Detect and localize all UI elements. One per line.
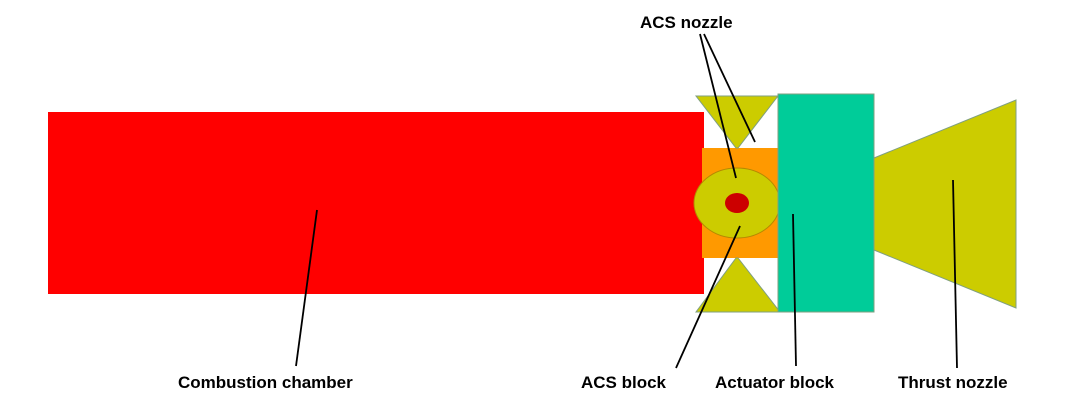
acs-nozzle-label: ACS nozzle: [640, 13, 733, 32]
acs-nozzle-lower-shape: [695, 257, 782, 313]
acs-nozzle-upper-shape: [694, 95, 780, 149]
combustion-chamber-label: Combustion chamber: [178, 373, 353, 392]
thrust-nozzle-shape: [873, 99, 1017, 309]
actuator-block-shape: [777, 93, 875, 313]
thrust-nozzle-label: Thrust nozzle: [898, 373, 1008, 392]
combustion-chamber-leader: [295, 209, 318, 367]
actuator-block-label: Actuator block: [715, 373, 835, 392]
acs-block-label: ACS block: [581, 373, 667, 392]
actuator-block-leader: [792, 213, 797, 367]
acs-nozzle-port-shape: [725, 193, 749, 213]
acs-nozzle-leader-1: [699, 33, 737, 179]
thrust-nozzle-leader: [952, 179, 958, 369]
acs-nozzle-leader-2: [703, 33, 756, 143]
acs-block-leader: [675, 225, 741, 369]
combustion-chamber-shape: [48, 112, 704, 294]
